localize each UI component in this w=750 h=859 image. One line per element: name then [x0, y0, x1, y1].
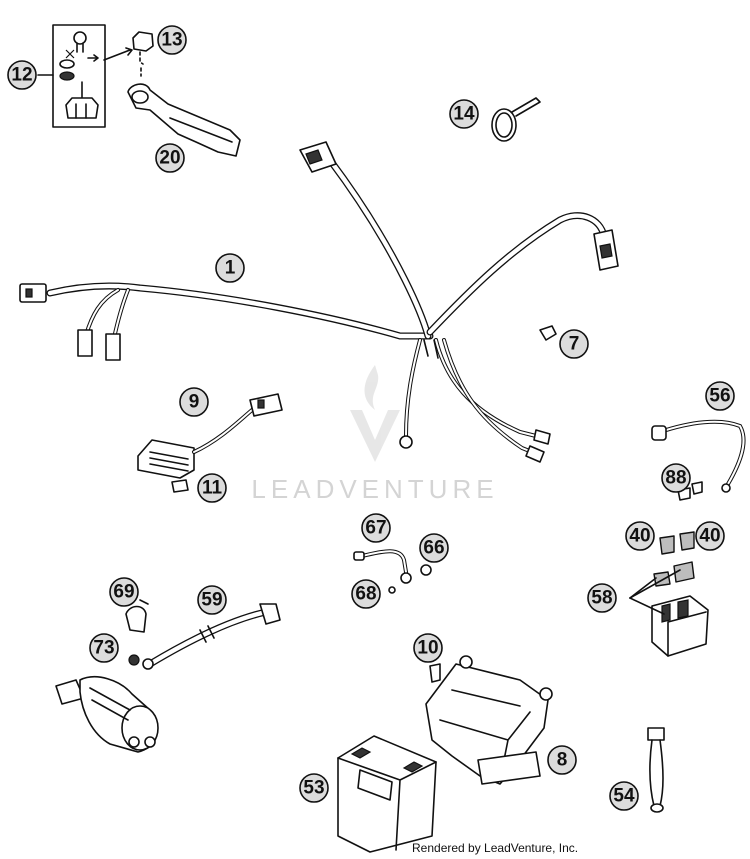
callout-56: 56	[705, 381, 735, 411]
callout-1: 1	[215, 253, 245, 283]
callout-12-label: 12	[11, 65, 32, 86]
callout-58: 58	[587, 583, 617, 613]
watermark-brand: LEADVENTURE	[251, 474, 498, 504]
callout-53: 53	[299, 773, 329, 803]
part-battery-box	[425, 655, 553, 785]
flame-logo-icon	[350, 365, 400, 462]
callout-7-label: 7	[569, 334, 580, 355]
callout-11-label: 11	[202, 478, 223, 499]
callout-69-label: 69	[113, 582, 134, 603]
callout-14: 14	[449, 99, 479, 129]
callout-40-right-label: 40	[699, 526, 720, 547]
part-ground-lead	[353, 549, 432, 594]
callout-20: 20	[155, 143, 185, 173]
callout-10: 10	[413, 633, 443, 663]
callout-9: 9	[179, 387, 209, 417]
callout-13-label: 13	[161, 30, 182, 51]
callout-7: 7	[559, 329, 589, 359]
callout-53-label: 53	[303, 778, 324, 799]
callout-88: 88	[661, 463, 691, 493]
callout-40-right: 40	[695, 521, 725, 551]
callout-8-label: 8	[557, 750, 568, 771]
callout-88-label: 88	[665, 468, 686, 489]
callout-11: 11	[197, 473, 227, 503]
part-terminal-cover	[125, 599, 149, 633]
callout-68-label: 68	[355, 584, 376, 605]
part-nut	[128, 654, 140, 666]
callout-73-label: 73	[93, 638, 114, 659]
callout-59-label: 59	[201, 590, 222, 611]
part-starter-cable	[142, 603, 281, 670]
callout-40-left-label: 40	[629, 526, 650, 547]
callout-59: 59	[197, 585, 227, 615]
callout-10-label: 10	[417, 638, 438, 659]
leader-lines	[37, 74, 681, 615]
leadventure-watermark: LEADVENTURE	[251, 365, 498, 504]
part-switch-assembly	[52, 24, 106, 128]
part-regulator	[137, 393, 283, 479]
part-starter-motor	[55, 676, 159, 753]
part-bolt	[429, 663, 441, 683]
callout-54: 54	[609, 781, 639, 811]
callout-66-label: 66	[423, 538, 444, 559]
callout-73: 73	[89, 633, 119, 663]
callout-8: 8	[547, 745, 577, 775]
callout-58-label: 58	[591, 588, 612, 609]
part-battery	[337, 735, 437, 853]
part-fuse-holder	[647, 727, 665, 813]
callout-67: 67	[361, 513, 391, 543]
callout-67-label: 67	[365, 518, 386, 539]
part-cap	[103, 31, 154, 77]
footer-credit: Rendered by LeadVenture, Inc.	[412, 841, 578, 855]
callout-1-label: 1	[225, 258, 236, 279]
part-relay-assembly	[651, 481, 709, 657]
callout-40-left: 40	[625, 521, 655, 551]
callout-56-label: 56	[709, 386, 730, 407]
part-cable-tie	[491, 97, 541, 142]
callout-14-label: 14	[453, 104, 475, 125]
callout-66: 66	[419, 533, 449, 563]
callout-12: 12	[7, 60, 37, 90]
callout-68: 68	[351, 579, 381, 609]
callout-9-label: 9	[189, 392, 200, 413]
part-clip	[539, 325, 557, 341]
callout-20-label: 20	[159, 148, 180, 169]
part-screw	[171, 479, 189, 493]
callout-13: 13	[157, 25, 187, 55]
callout-69: 69	[109, 577, 139, 607]
part-lever-bracket	[127, 83, 241, 157]
part-main-wiring-harness	[19, 141, 619, 463]
callout-54-label: 54	[613, 786, 635, 807]
part-cable	[651, 419, 746, 493]
